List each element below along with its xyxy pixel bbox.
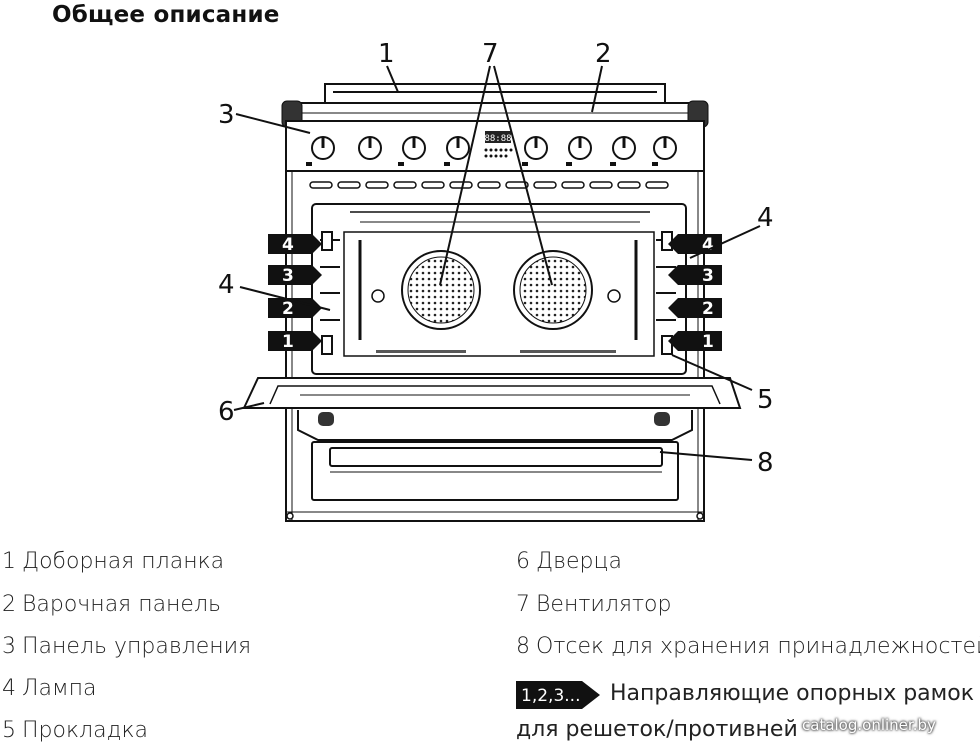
legend-num: 7 bbox=[516, 592, 530, 617]
rail-label-right-1: 1 bbox=[702, 332, 714, 352]
oven-cavity bbox=[311, 203, 687, 375]
callout-6: 6 bbox=[218, 397, 235, 427]
cooktop bbox=[295, 102, 696, 122]
callout-8: 8 bbox=[757, 448, 774, 478]
legend-num: 2 bbox=[2, 592, 16, 617]
door-hinges bbox=[318, 412, 670, 426]
callout-1: 1 bbox=[378, 39, 395, 69]
callout-2: 2 bbox=[595, 39, 612, 69]
rail-label-right-2: 2 bbox=[702, 299, 714, 319]
legend-num: 6 bbox=[516, 549, 530, 574]
rail-label-left-4: 4 bbox=[282, 235, 294, 255]
rail-legend-badge-text: 1,2,3... bbox=[521, 686, 580, 706]
rail-badges-right: 4 3 2 1 bbox=[668, 234, 722, 352]
callout-5: 5 bbox=[757, 385, 774, 415]
rail-label-left-1: 1 bbox=[282, 332, 294, 352]
legend-text: Лампа bbox=[22, 676, 97, 701]
legend-text: Дверца bbox=[536, 549, 622, 574]
vent-slots bbox=[309, 181, 669, 189]
control-panel: 88:88 bbox=[285, 120, 705, 172]
legend-num: 4 bbox=[2, 676, 16, 701]
storage-drawer bbox=[297, 410, 693, 501]
legend-num: 3 bbox=[2, 634, 16, 659]
rail-label-right-4: 4 bbox=[702, 235, 714, 255]
page-title: Общее описание bbox=[52, 2, 280, 28]
legend-num: 1 bbox=[2, 549, 16, 574]
watermark: catalog.onliner.by bbox=[802, 716, 936, 734]
legend-text: Варочная панель bbox=[22, 592, 221, 617]
legend-text: Доборная планка bbox=[22, 549, 225, 574]
fan-left bbox=[401, 250, 481, 330]
legend-num: 5 bbox=[2, 718, 16, 743]
upstand-trim bbox=[324, 83, 666, 103]
leader-lines bbox=[233, 65, 761, 461]
rail-legend-text-line2: для решеток/противней bbox=[516, 717, 798, 742]
oven-door bbox=[242, 377, 742, 409]
callout-7: 7 bbox=[482, 39, 499, 69]
callout-labels: 1 7 2 3 4 4 5 6 8 bbox=[218, 39, 774, 478]
oven-diagram: 88:88 bbox=[218, 39, 774, 522]
legend-num: 8 bbox=[516, 634, 530, 659]
rail-label-right-3: 3 bbox=[702, 266, 714, 286]
legend-text: Вентилятор bbox=[536, 592, 672, 617]
legend-text: Панель управления bbox=[22, 634, 252, 659]
legend-text: Отсек для хранения принадлежностей bbox=[536, 634, 980, 659]
fan-right bbox=[513, 250, 593, 330]
rail-legend-text-line1: Направляющие опорных рамок bbox=[610, 681, 975, 706]
rail-label-left-2: 2 bbox=[282, 299, 294, 319]
rail-label-left-3: 3 bbox=[282, 266, 294, 286]
rail-legend-badge: 1,2,3... bbox=[516, 681, 600, 709]
callout-3: 3 bbox=[218, 100, 235, 130]
digital-display: 88:88 bbox=[484, 131, 513, 158]
oven-body bbox=[285, 170, 705, 522]
legend-text: Прокладка bbox=[22, 718, 149, 743]
rail-badges-left: 4 3 2 1 bbox=[268, 234, 322, 352]
callout-4-left: 4 bbox=[218, 270, 235, 300]
callout-4-right: 4 bbox=[757, 203, 774, 233]
display-readout: 88:88 bbox=[484, 134, 511, 144]
